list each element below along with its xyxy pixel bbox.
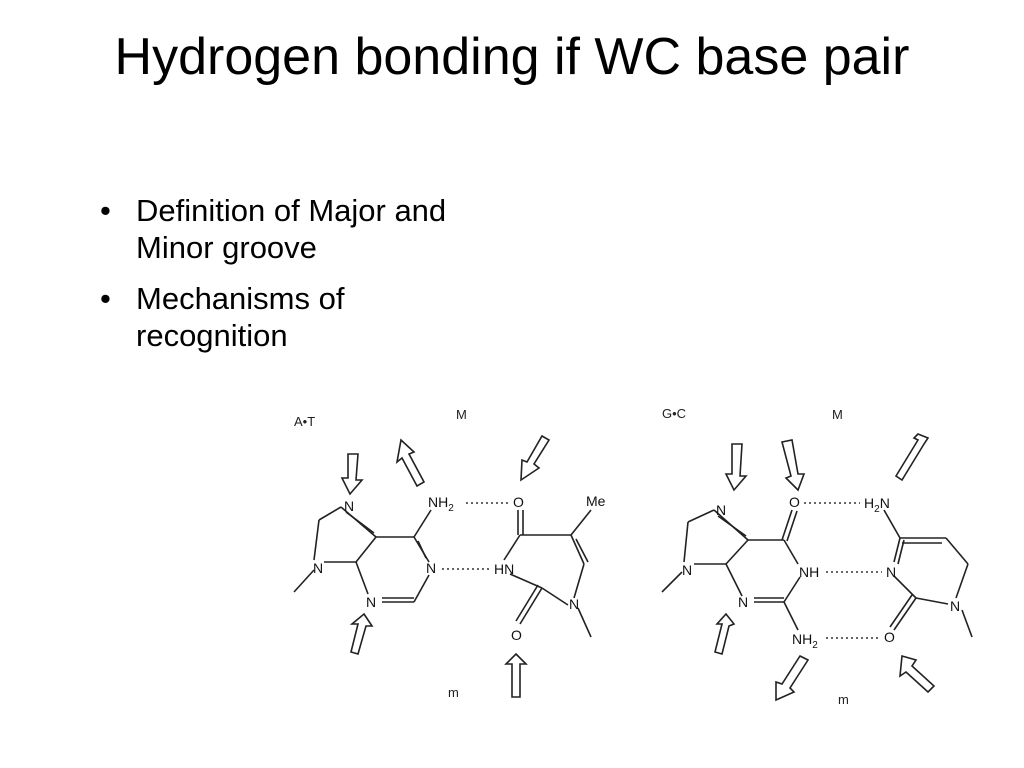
gc-minor-groove-label: m [838,692,849,707]
gc-atom-n3: N [738,594,748,610]
base-pair-diagram: A•T M m N N N N NH2 [293,406,973,707]
at-major-groove-label: M [456,407,467,422]
guanine-structure [661,509,801,631]
at-pair-label: A•T [294,414,315,429]
gc-atom-nh2: NH2 [792,631,818,651]
at-atom-o2: O [511,627,522,643]
at-minor-groove-label: m [448,685,459,700]
gc-arrow-up-icon [894,433,930,482]
bullet-dot-icon: • [100,281,111,316]
bullet-text: Definition of Major and Minor groove [136,193,447,265]
bullet-dot-icon: • [100,193,111,228]
gc-atom-o2: O [884,629,895,645]
at-atom-n1: N [426,560,436,576]
adenine-structure [293,506,432,603]
gc-arrow-down-icon [781,439,806,492]
gc-atom-n3c: N [886,564,896,580]
bullet-item: • Mechanisms of recognition [98,280,478,354]
at-arrow-down-icon [340,453,364,496]
at-atom-n9: N [313,560,323,576]
gc-arrow-up-icon [714,612,736,655]
gc-atom-n9: N [682,562,692,578]
gc-atom-o6: O [789,494,800,510]
at-atom-hn: HN [494,561,514,577]
at-atom-n3: N [366,594,376,610]
gc-atom-h2n: H2N [864,495,890,515]
gc-arrow-down-icon [775,654,810,702]
bullet-text: Mechanisms of recognition [136,281,345,353]
cytosine-structure [883,509,973,638]
gc-major-groove-label: M [832,407,843,422]
bullet-list: • Definition of Major and Minor groove •… [98,192,478,368]
thymine-structure [503,509,592,638]
at-atom-me: Me [586,493,606,509]
gc-pair-label: G•C [662,406,686,421]
at-arrow-up-icon [504,652,528,698]
gc-atom-nh: NH [799,564,819,580]
at-atom-n-thy: N [569,596,579,612]
gc-atom-n7: N [716,502,726,518]
gc-arrow-down-icon [724,443,748,492]
at-atom-n7: N [344,498,354,514]
gc-atom-n1c: N [950,598,960,614]
gc-arrow-up-icon [899,654,936,694]
base-pair-figure: A•T M m N N N N NH2 [286,392,986,712]
slide-title: Hydrogen bonding if WC base pair [114,28,910,86]
bullet-item: • Definition of Major and Minor groove [98,192,478,266]
at-arrow-down-icon [520,434,551,482]
at-arrow-up-icon [395,438,426,488]
at-arrow-up-icon [349,612,374,655]
at-atom-o4: O [513,494,524,510]
at-atom-nh2: NH2 [428,494,454,514]
